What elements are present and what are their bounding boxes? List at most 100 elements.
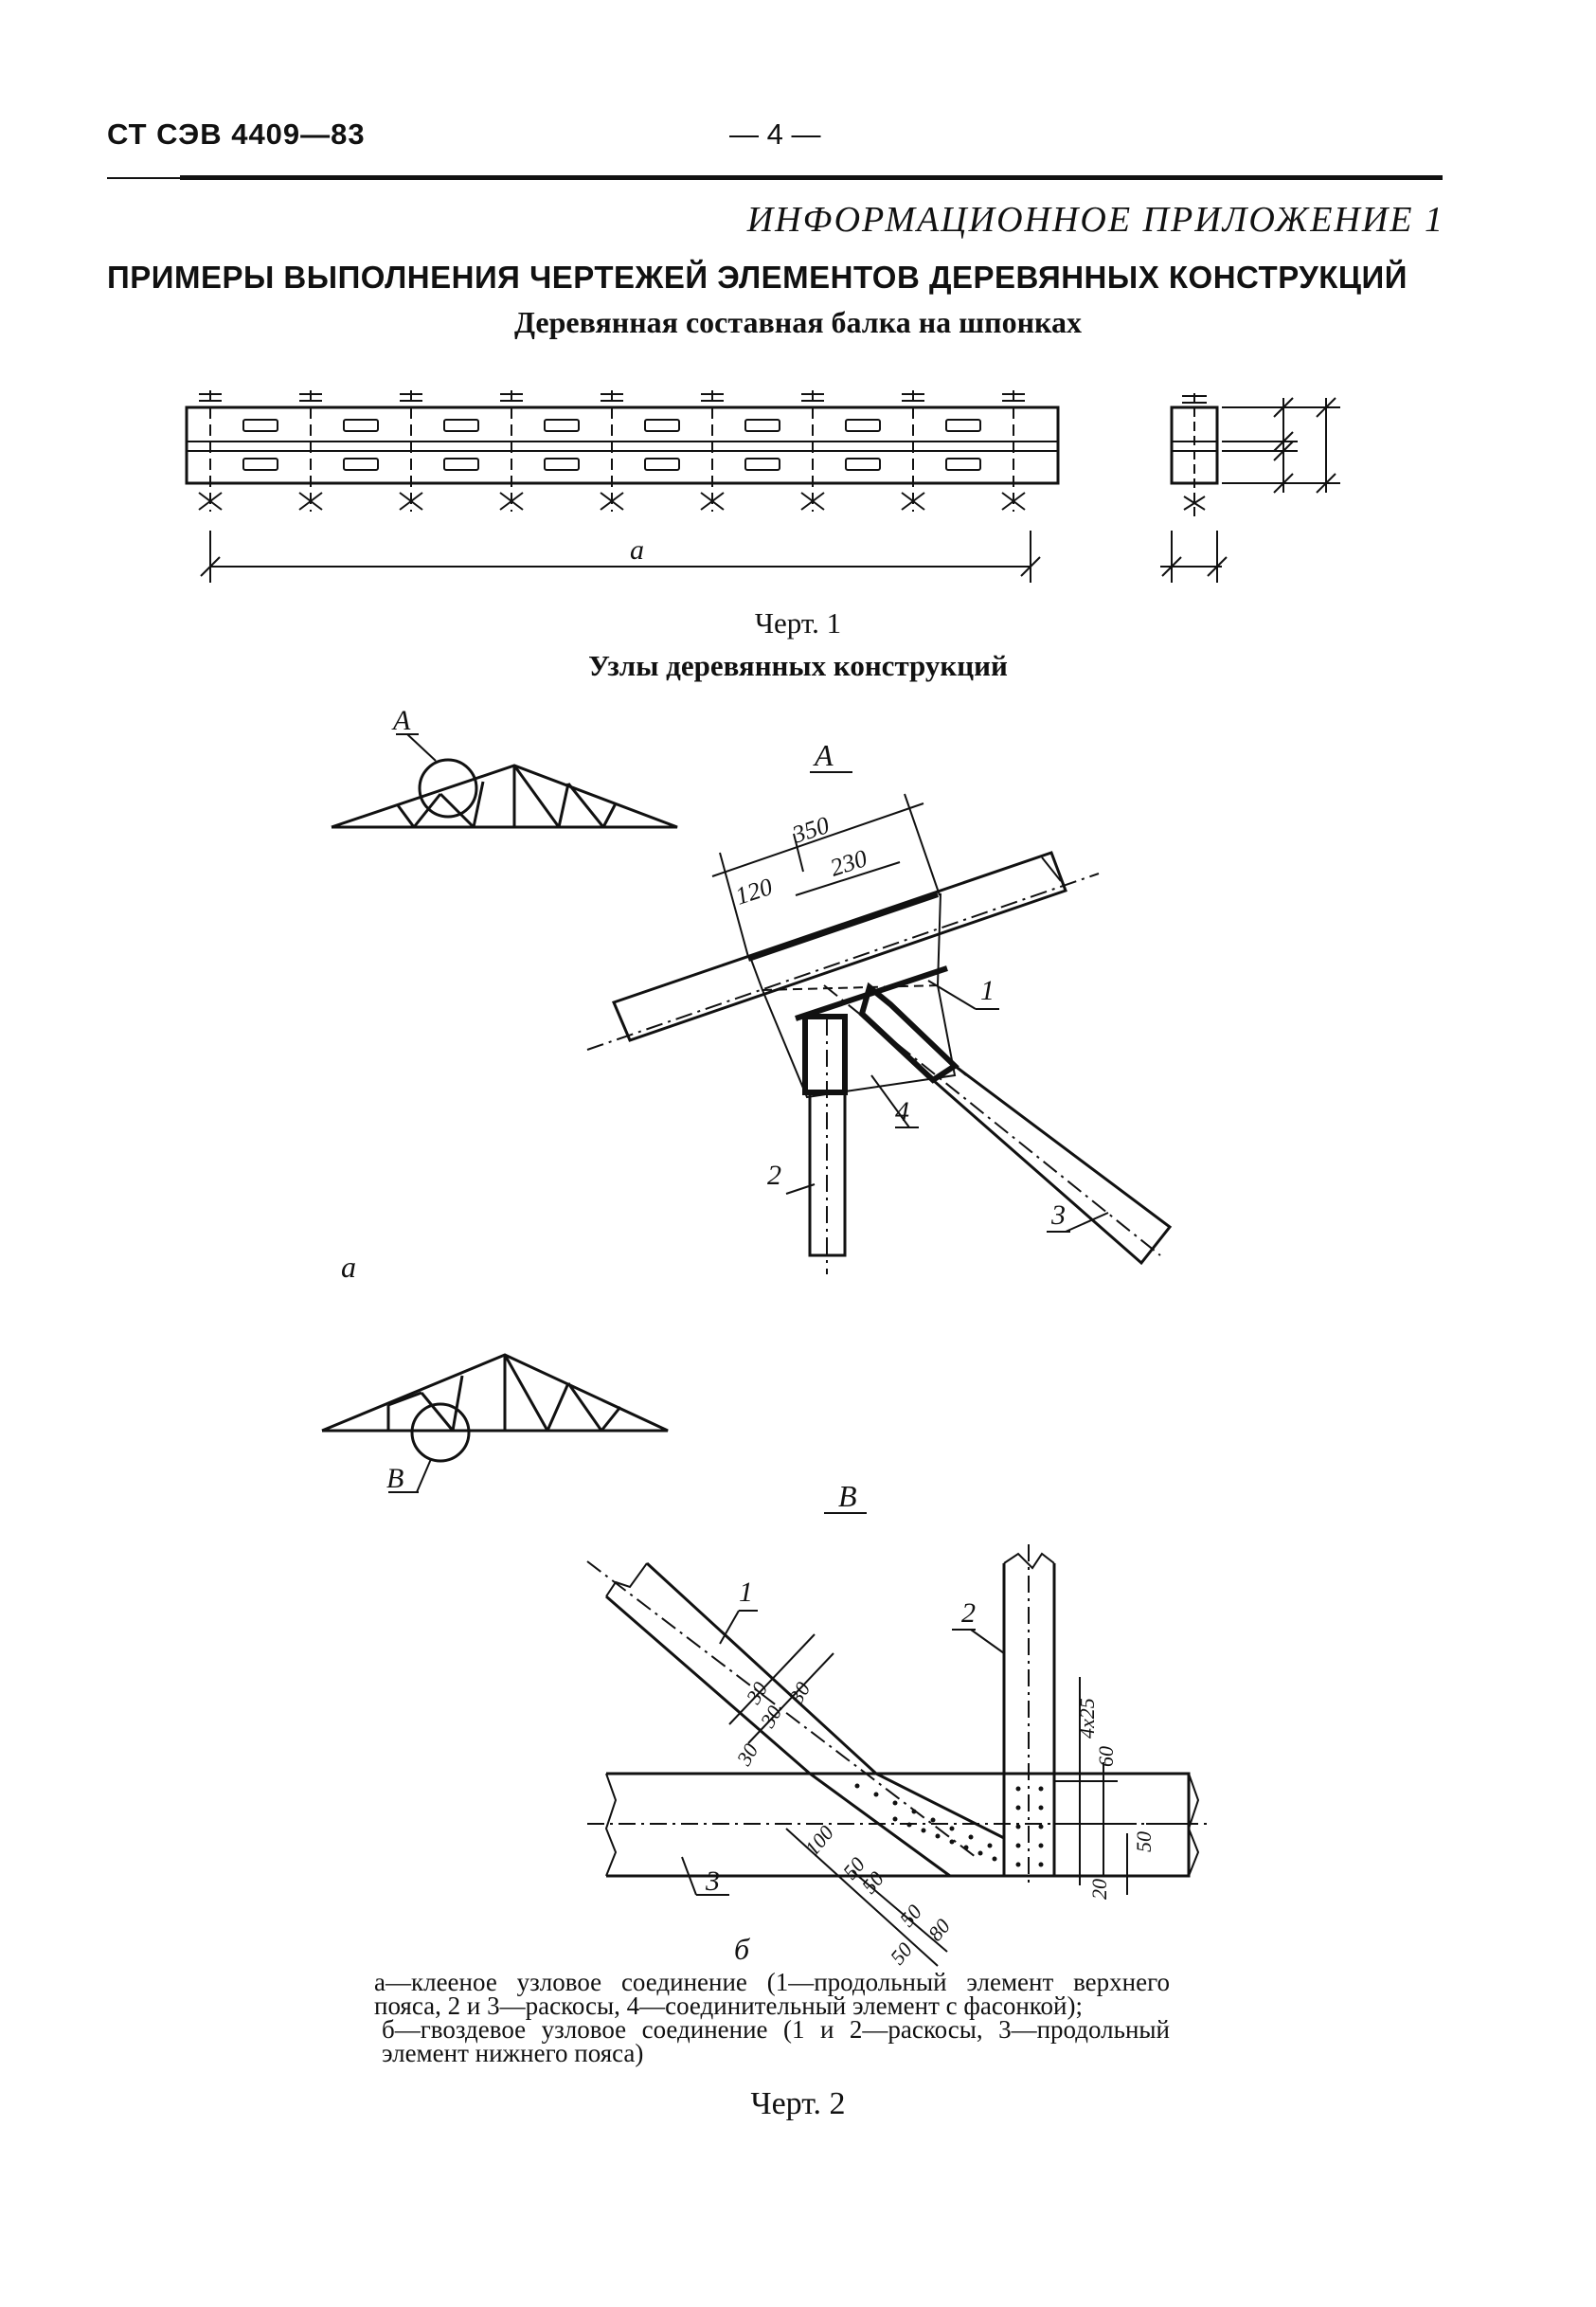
shear-key bbox=[845, 419, 881, 432]
section-dimensions bbox=[1160, 397, 1340, 583]
bolt bbox=[600, 390, 624, 512]
part-2-label-a: 2 bbox=[767, 1160, 781, 1191]
figure2-caption: Черт. 2 bbox=[750, 2086, 846, 2121]
nail bbox=[1038, 1862, 1044, 1867]
letter-a: а bbox=[341, 1250, 356, 1284]
part-leaders-a bbox=[785, 980, 1109, 1233]
nail bbox=[1038, 1843, 1044, 1848]
appendix-label: ИНФОРМАЦИОННОЕ ПРИЛОЖЕНИЕ 1 bbox=[746, 200, 1444, 240]
figure1-drawing: a bbox=[185, 390, 1340, 583]
part-1-label-b: 1 bbox=[739, 1577, 753, 1608]
nail bbox=[1015, 1805, 1021, 1811]
section-bolt bbox=[1182, 393, 1207, 516]
letter-b: б bbox=[734, 1932, 750, 1966]
dim-230: 230 bbox=[827, 844, 870, 882]
bolt bbox=[800, 390, 825, 512]
figure1-caption: Черт. 1 bbox=[754, 606, 842, 640]
legend-item-a: а—клееное узловое соединение (1—продольн… bbox=[374, 1968, 1170, 2020]
nail bbox=[1038, 1824, 1044, 1829]
nail bbox=[930, 1817, 936, 1823]
detail-b bbox=[586, 1544, 1212, 1885]
shear-key bbox=[644, 458, 680, 471]
part-leaders-b bbox=[681, 1610, 1005, 1896]
dim-100: 100 bbox=[800, 1821, 838, 1860]
shear-key bbox=[544, 458, 580, 471]
callout-a: А bbox=[391, 705, 411, 736]
detail-b-label: В bbox=[838, 1479, 857, 1513]
figure1-title: Деревянная составная балка на шпонках bbox=[514, 305, 1082, 339]
part-3-label-b: 3 bbox=[705, 1865, 720, 1897]
shear-key bbox=[845, 458, 881, 471]
dim-20: 20 bbox=[1087, 1879, 1111, 1900]
bolt bbox=[298, 390, 323, 512]
nail bbox=[949, 1839, 955, 1845]
shear-key bbox=[644, 419, 680, 432]
header-rule-bold bbox=[180, 175, 1443, 180]
nail bbox=[963, 1845, 969, 1850]
shear-key bbox=[945, 419, 981, 432]
shear-key bbox=[744, 458, 780, 471]
part-3-label-a: 3 bbox=[1050, 1199, 1066, 1231]
dim-4x25: 4x25 bbox=[1075, 1698, 1099, 1739]
nail bbox=[1038, 1786, 1044, 1792]
dim-60: 60 bbox=[1094, 1746, 1118, 1767]
page-title: ПРИМЕРЫ ВЫПОЛНЕНИЯ ЧЕРТЕЖЕЙ ЭЛЕМЕНТОВ ДЕ… bbox=[107, 260, 1408, 295]
dim-30-d: 30 bbox=[731, 1739, 762, 1770]
shear-key bbox=[945, 458, 981, 471]
bolt bbox=[399, 390, 423, 512]
figure2-title: Узлы деревянных конструкций bbox=[588, 649, 1008, 682]
dim-50-e: 50 bbox=[1132, 1831, 1156, 1852]
dim-350: 350 bbox=[788, 811, 833, 849]
nail bbox=[968, 1834, 974, 1840]
bolt bbox=[1001, 390, 1026, 512]
document-code: СТ СЭВ 4409—83 bbox=[107, 117, 366, 151]
dimension-line-a bbox=[200, 531, 1041, 583]
truss-schematic-b bbox=[321, 1353, 669, 1493]
truss-schematic-a bbox=[331, 733, 678, 829]
nail bbox=[977, 1850, 983, 1856]
nail bbox=[921, 1828, 926, 1833]
nail bbox=[1015, 1824, 1021, 1829]
nail bbox=[1038, 1805, 1044, 1811]
shear-key bbox=[242, 458, 278, 471]
nail bbox=[935, 1833, 941, 1839]
detail-a bbox=[586, 793, 1173, 1274]
nail bbox=[906, 1822, 912, 1828]
callout-b: В bbox=[386, 1463, 403, 1494]
part-1-label-a: 1 bbox=[980, 975, 995, 1006]
nail bbox=[992, 1856, 997, 1862]
bolt bbox=[700, 390, 725, 512]
bolt bbox=[901, 390, 925, 512]
figure2-legend: а—клееное узловое соединение (1—продольн… bbox=[374, 1968, 1170, 2066]
dimension-a-label: a bbox=[630, 534, 644, 566]
nail bbox=[987, 1843, 993, 1848]
nail bbox=[911, 1809, 917, 1814]
detail-a-label: А bbox=[813, 738, 834, 772]
dimension-lines-b bbox=[728, 1633, 1184, 1967]
dim-80: 80 bbox=[924, 1914, 955, 1945]
bolt bbox=[499, 390, 524, 512]
nail bbox=[1015, 1862, 1021, 1867]
shear-key bbox=[744, 419, 780, 432]
part-2-label-b: 2 bbox=[961, 1597, 976, 1629]
bolts bbox=[198, 390, 1026, 512]
nail bbox=[1015, 1843, 1021, 1848]
nail-dots bbox=[854, 1783, 1044, 1867]
shear-key bbox=[443, 419, 479, 432]
nail bbox=[949, 1826, 955, 1831]
part-4-label-a: 4 bbox=[895, 1096, 909, 1127]
nail bbox=[892, 1816, 898, 1822]
bolt bbox=[198, 390, 223, 512]
shear-key bbox=[343, 419, 379, 432]
dim-30-a: 30 bbox=[783, 1678, 815, 1708]
shear-key bbox=[443, 458, 479, 471]
page-number: — 4 — bbox=[729, 117, 821, 151]
nail bbox=[892, 1800, 898, 1806]
dim-50-c: 50 bbox=[895, 1900, 926, 1931]
dim-120: 120 bbox=[732, 873, 776, 910]
shear-keys bbox=[242, 419, 981, 471]
shear-key bbox=[544, 419, 580, 432]
nail bbox=[1015, 1786, 1021, 1792]
nail bbox=[854, 1783, 860, 1789]
